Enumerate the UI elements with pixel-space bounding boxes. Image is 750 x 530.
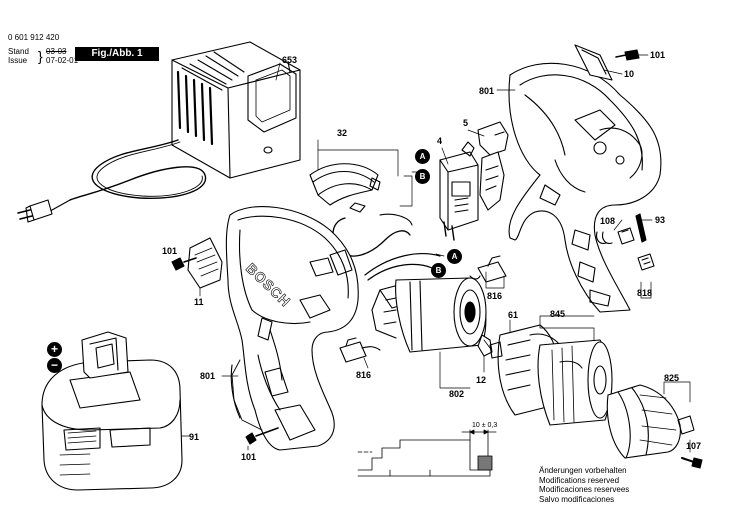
switch-module-drawing <box>439 141 479 241</box>
minus-terminal-marker: − <box>47 358 62 373</box>
modification-notes: Änderungen vorbehalten Modifications res… <box>539 466 629 504</box>
callout-653: 653 <box>282 55 298 65</box>
stand-value: 03-03 <box>46 47 67 56</box>
screw-bottom-drawing <box>245 427 279 445</box>
callout-12: 12 <box>476 375 487 385</box>
marker-a-top: A <box>415 149 430 164</box>
brush-holder-drawing <box>339 255 507 363</box>
callout-101-top: 101 <box>650 50 666 60</box>
stand-label: Stand <box>8 47 29 56</box>
callout-93: 93 <box>655 215 666 225</box>
chuck-screw-drawing <box>681 457 703 469</box>
leader-lines <box>175 54 691 453</box>
charger-drawing <box>17 41 301 223</box>
dimension-sketch <box>357 429 497 477</box>
gearbox-drawing <box>489 324 613 426</box>
housing-half-right-drawing <box>508 44 662 313</box>
callout-802: 802 <box>449 389 465 399</box>
brush-parts-drawing <box>596 213 655 271</box>
note-line: Modifications reserved <box>539 475 620 485</box>
callout-816-bottom: 816 <box>356 370 372 380</box>
marker-a-wire: A <box>447 249 462 264</box>
callout-4: 4 <box>437 136 443 146</box>
callout-10: 10 <box>624 69 635 79</box>
callout-101-bottom: 101 <box>241 452 257 462</box>
callout-801-bottom: 801 <box>200 371 216 381</box>
screw-top-drawing <box>615 49 640 61</box>
issue-value: 07-02-01 <box>46 56 79 65</box>
switch-cover-drawing <box>309 163 413 257</box>
motor-drawing <box>364 253 493 357</box>
callout-5: 5 <box>463 118 469 128</box>
callout-32: 32 <box>337 128 348 138</box>
battery-pack-drawing <box>41 331 183 491</box>
brace-icon: } <box>38 48 43 64</box>
callout-61: 61 <box>508 310 519 320</box>
note-line: Änderungen vorbehalten <box>539 466 627 475</box>
note-line: Modificaciones reservees <box>539 485 630 494</box>
plus-terminal-marker: + <box>47 342 62 357</box>
callout-91: 91 <box>189 432 200 442</box>
part-number: 0 601 912 420 <box>8 33 60 42</box>
callout-816-top: 816 <box>487 291 503 301</box>
battery-cover-drawing <box>187 237 223 289</box>
chuck-drawing <box>606 384 695 459</box>
callout-108: 108 <box>600 216 616 226</box>
marker-b-wire: B <box>431 263 446 278</box>
housing-half-left-drawing <box>225 206 359 451</box>
dimension-label: 10 ± 0,3 <box>472 422 498 429</box>
figure-label: Fig./Abb. 1 <box>75 47 159 61</box>
callout-107: 107 <box>686 441 702 451</box>
trigger-drawing <box>477 121 509 211</box>
callout-845: 845 <box>550 309 566 319</box>
issue-label: Issue <box>8 56 28 65</box>
callout-801-top: 801 <box>479 86 495 96</box>
callout-11: 11 <box>194 297 204 307</box>
callout-101-left: 101 <box>162 246 178 256</box>
callout-825: 825 <box>664 373 680 383</box>
marker-b-top: B <box>415 169 430 184</box>
note-line: Salvo modificaciones <box>539 494 615 504</box>
callout-818: 818 <box>637 288 653 298</box>
